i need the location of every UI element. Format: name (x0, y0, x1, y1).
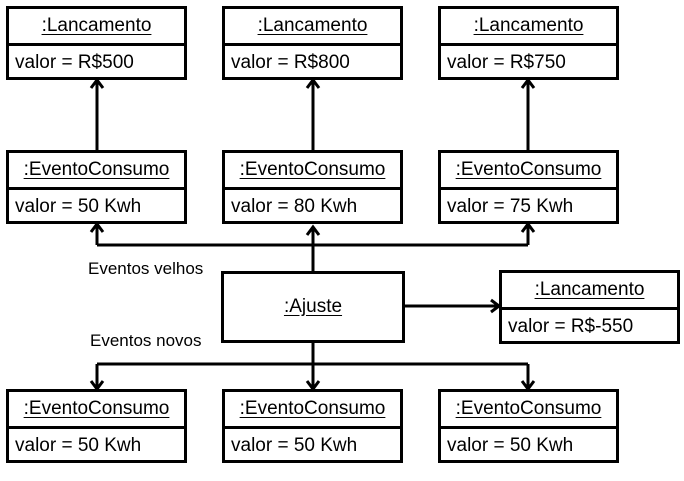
arrowhead-old-2 (305, 224, 321, 236)
object-attribute: valor = 80 Kwh (231, 196, 358, 217)
ajuste-object[interactable]: :Ajuste (221, 271, 405, 343)
object-name: :EventoConsumo (455, 159, 602, 180)
evento-consumo-new-2[interactable]: :EventoConsumo valor = 50 Kwh (222, 389, 403, 463)
object-attribute: valor = 50 Kwh (15, 196, 142, 217)
object-attribute: valor = 50 Kwh (15, 435, 142, 456)
object-attribute: valor = 50 Kwh (231, 435, 358, 456)
object-name: :EventoConsumo (239, 159, 386, 180)
object-header: :EventoConsumo (225, 392, 400, 429)
object-attribute: valor = 75 Kwh (447, 196, 574, 217)
lancamento-object-2[interactable]: :Lancamento valor = R$800 (222, 6, 403, 80)
evento-consumo-new-3[interactable]: :EventoConsumo valor = 50 Kwh (438, 389, 619, 463)
object-name: :Ajuste (283, 296, 343, 317)
lancamento-object-3[interactable]: :Lancamento valor = R$750 (438, 6, 619, 80)
evento-consumo-old-3[interactable]: :EventoConsumo valor = 75 Kwh (438, 150, 619, 224)
object-attribute: valor = 50 Kwh (447, 435, 574, 456)
object-header: :Lancamento (502, 273, 677, 310)
object-header: :Lancamento (225, 9, 400, 46)
lancamento-adjustment-object[interactable]: :Lancamento valor = R$-550 (499, 270, 680, 344)
object-header: :Lancamento (441, 9, 616, 46)
arrowhead-old-1 (89, 221, 105, 233)
arrowhead-up-3 (520, 77, 536, 89)
object-name: :EventoConsumo (455, 398, 602, 419)
object-attribute: valor = R$500 (15, 52, 134, 73)
object-attribute: valor = R$750 (447, 52, 566, 73)
object-name: :Lancamento (534, 279, 645, 300)
object-header: :EventoConsumo (441, 392, 616, 429)
old-events-label: Eventos velhos (88, 259, 204, 278)
object-header: :EventoConsumo (9, 392, 184, 429)
object-name: :Lancamento (41, 15, 152, 36)
object-header: :EventoConsumo (225, 153, 400, 190)
object-header: :EventoConsumo (441, 153, 616, 190)
new-events-label: Eventos novos (90, 331, 202, 350)
arrowhead-up-2 (305, 77, 321, 89)
object-name: :Lancamento (257, 15, 368, 36)
object-attribute: valor = R$-550 (508, 316, 634, 337)
object-attribute: valor = R$800 (231, 52, 350, 73)
object-header: :EventoConsumo (9, 153, 184, 190)
evento-consumo-old-1[interactable]: :EventoConsumo valor = 50 Kwh (6, 150, 187, 224)
arrowhead-old-3 (520, 221, 536, 233)
object-header: :Lancamento (9, 9, 184, 46)
object-name: :Lancamento (473, 15, 584, 36)
object-name: :EventoConsumo (23, 398, 170, 419)
lancamento-object-1[interactable]: :Lancamento valor = R$500 (6, 6, 187, 80)
evento-consumo-old-2[interactable]: :EventoConsumo valor = 80 Kwh (222, 150, 403, 224)
object-name: :EventoConsumo (23, 159, 170, 180)
evento-consumo-new-1[interactable]: :EventoConsumo valor = 50 Kwh (6, 389, 187, 463)
arrowhead-up-1 (89, 77, 105, 89)
object-name: :EventoConsumo (239, 398, 386, 419)
